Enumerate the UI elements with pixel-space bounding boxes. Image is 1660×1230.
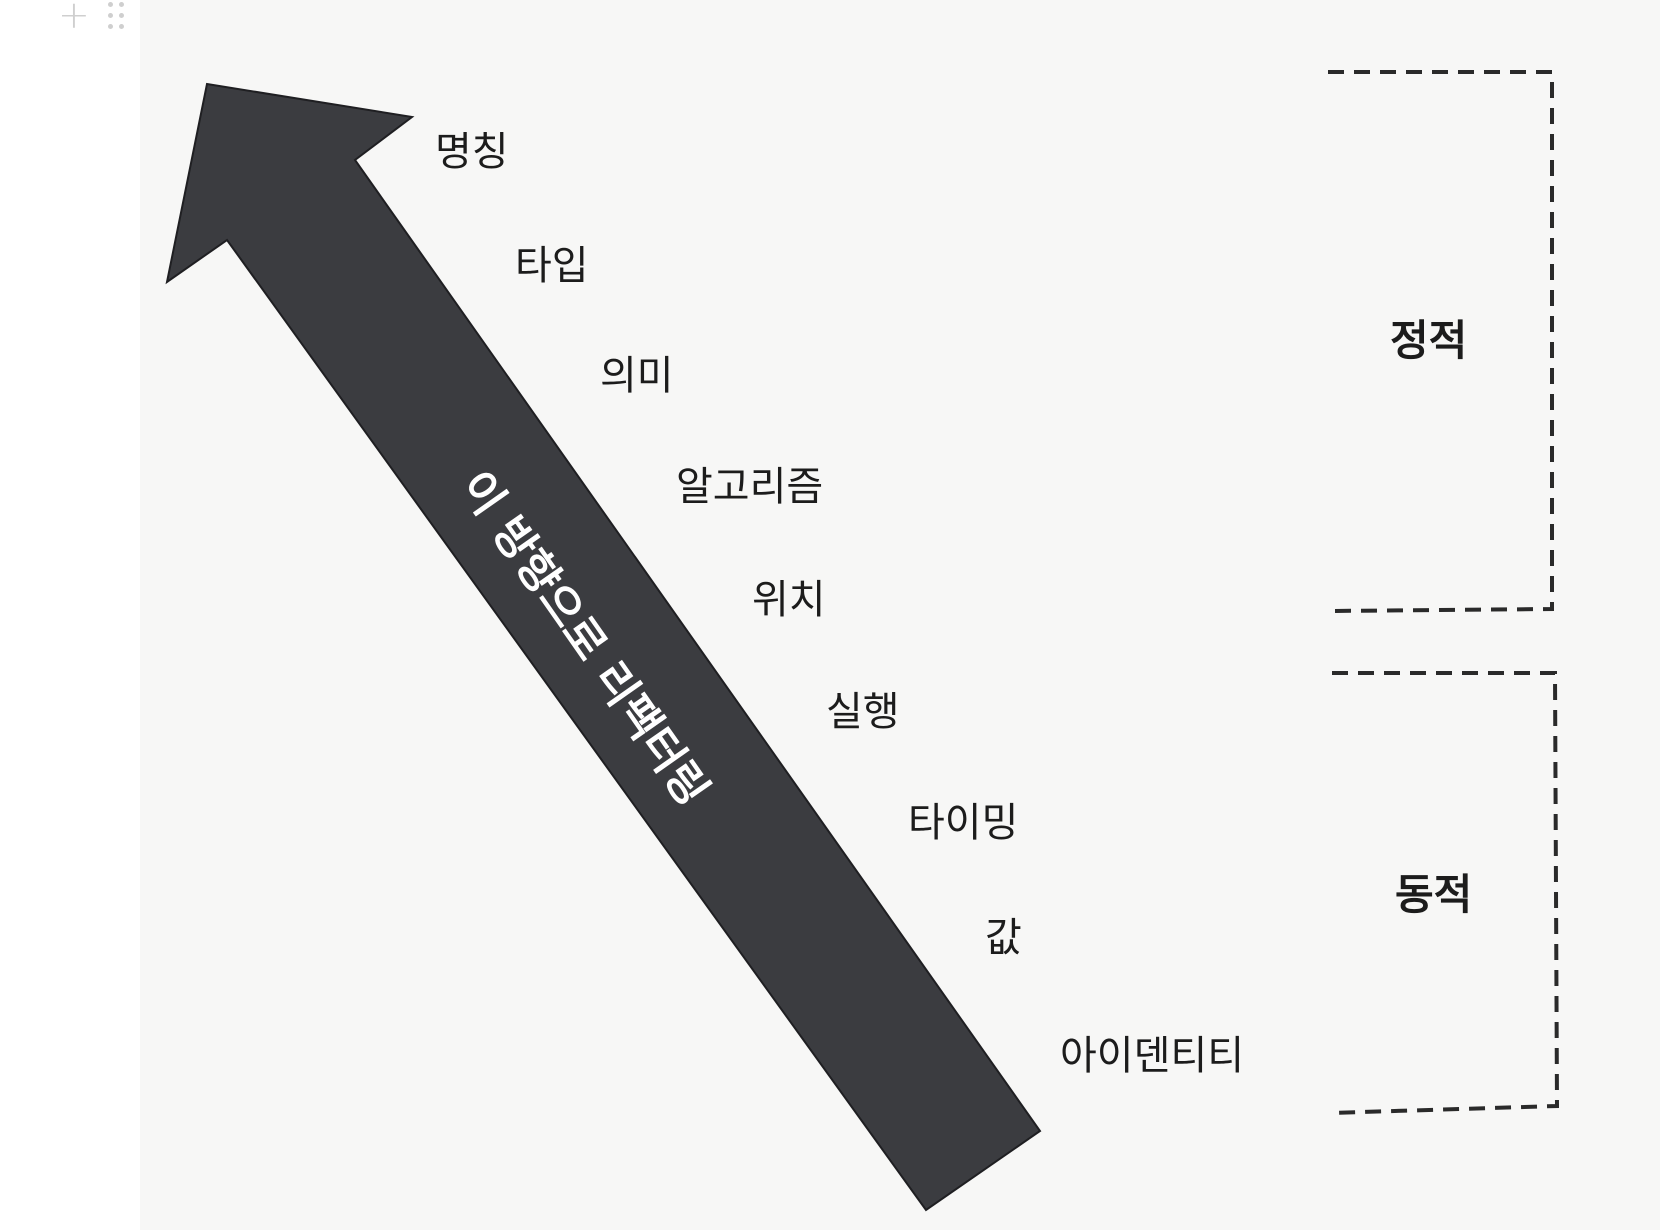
term-algorithm: 알고리즘 [676,464,824,510]
drag-handle-icon[interactable] [108,0,130,34]
dynamic-bracket [1329,671,1560,1115]
term-location: 위치 [752,577,826,623]
dynamic-label: 동적 [1395,870,1473,919]
term-type: 타입 [515,243,589,289]
term-naming: 명칭 [435,129,509,175]
static-bracket [1328,70,1554,613]
static-label: 정적 [1390,316,1468,365]
term-identity: 아이덴티티 [1060,1033,1244,1079]
term-timing: 타이밍 [908,800,1019,846]
term-execution: 실행 [826,689,900,735]
term-meaning: 의미 [600,353,674,399]
term-value: 값 [985,915,1022,961]
refactor-direction-arrow [165,82,1042,1212]
plus-icon[interactable]: + [58,0,90,37]
